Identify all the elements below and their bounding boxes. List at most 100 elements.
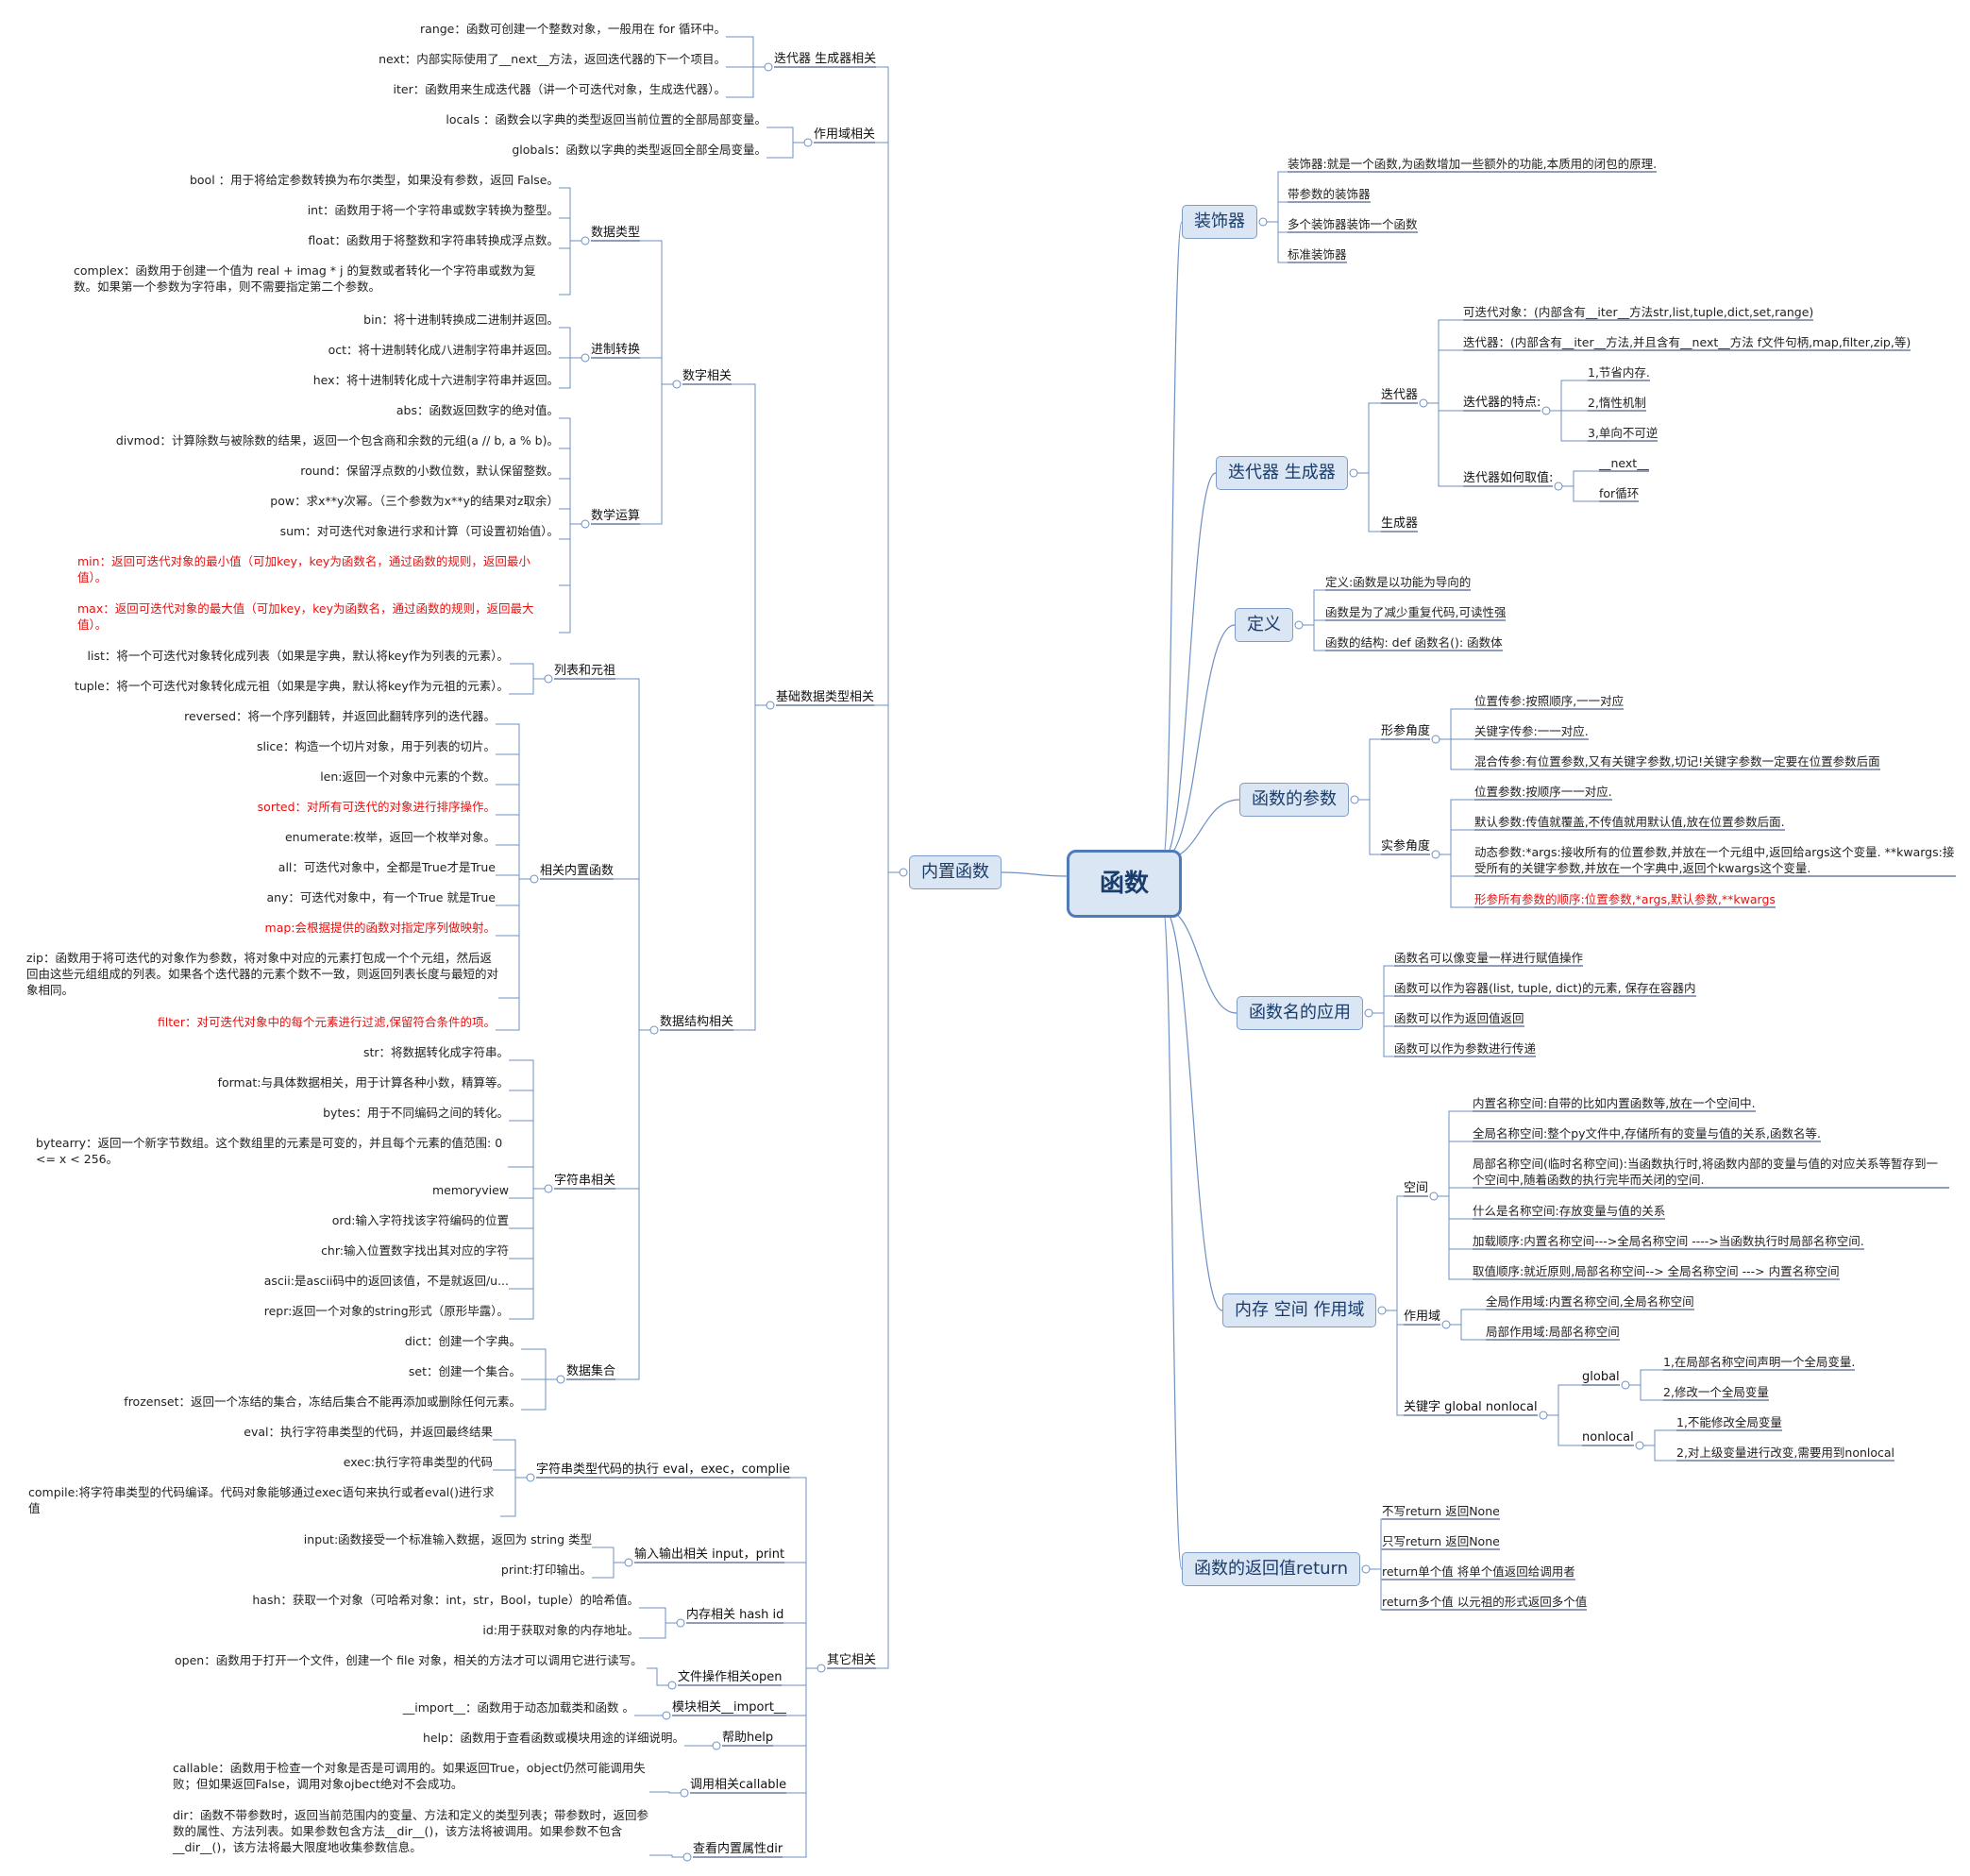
leaf-open[interactable]: open：函数用于打开一个文件，创建一个 file 对象，相关的方法才可以调用它… [175, 1653, 643, 1667]
leaf-pow[interactable]: pow：求x**y次幂。（三个参数为x**y的结果对z取余） [270, 494, 559, 508]
leaf-set[interactable]: set：创建一个集合。 [408, 1364, 521, 1378]
leaf-global-1[interactable]: 1,在局部名称空间声明一个全局变量. [1663, 1355, 1856, 1369]
branch-namespace[interactable]: 空间 [1404, 1181, 1429, 1195]
leaf-ord[interactable]: ord:输入字符找该字符编码的位置 [331, 1213, 509, 1227]
topic-params[interactable]: 函数的参数 [1239, 783, 1349, 817]
leaf-help[interactable]: help：函数用于查看函数或模块用途的详细说明。 [422, 1731, 684, 1745]
leaf-iter[interactable]: iter：函数用来生成迭代器（讲一个可迭代对象，生成迭代器）。 [393, 82, 726, 96]
leaf-range[interactable]: range：函数可创建一个整数对象，一般用在 for 循环中。 [420, 22, 726, 36]
leaf-return-3[interactable]: return单个值 将单个值返回给调用者 [1382, 1564, 1575, 1579]
leaf-divmod[interactable]: divmod：计算除数与被除数的结果，返回一个包含商和余数的元组(a // b,… [115, 433, 559, 448]
leaf-space-5[interactable]: 加载顺序:内置名称空间--->全局名称空间 ---->当函数执行时局部名称空间. [1473, 1234, 1864, 1248]
leaf-bin[interactable]: bin：将十进制转换成二进制并返回。 [363, 313, 559, 327]
leaf-ascii[interactable]: ascii:是ascii码中的返回该值，不是就返回/u... [263, 1274, 509, 1288]
branch-scope[interactable]: 作用域相关 [814, 127, 876, 142]
leaf-oct[interactable]: oct：将十进制转化成八进制字符串并返回。 [328, 343, 559, 357]
leaf-filter[interactable]: filter：对可迭代对象中的每个元素进行过滤,保留符合条件的项。 [157, 1015, 496, 1029]
leaf-any[interactable]: any：可迭代对象中，有一个True 就是True [266, 890, 496, 904]
leaf-float[interactable]: float：函数用于将整数和字符串转换成浮点数。 [308, 233, 559, 247]
leaf-enumerate[interactable]: enumerate:枚举，返回一个枚举对象。 [284, 830, 496, 844]
branch-other[interactable]: 其它相关 [827, 1653, 877, 1667]
leaf-formal-3[interactable]: 混合传参:有位置参数,又有关键字参数,切记!关键字参数一定要在位置参数后面 [1474, 754, 1880, 769]
leaf-sorted[interactable]: sorted：对所有可迭代的对象进行排序操作。 [257, 800, 496, 814]
leaf-feature-1[interactable]: 1,节省内存. [1588, 365, 1650, 380]
leaf-decorator-param[interactable]: 带参数的装饰器 [1288, 187, 1371, 201]
branch-dir[interactable]: 查看内置属性dir [693, 1842, 783, 1856]
branch-math[interactable]: 数学运算 [591, 509, 641, 523]
leaf-def-2[interactable]: 函数是为了减少重复代码,可读性强 [1325, 605, 1507, 619]
leaf-list[interactable]: list：将一个可迭代对象转化成列表（如果是字典，默认将key作为列表的元素）。 [87, 649, 510, 663]
leaf-tuple[interactable]: tuple：将一个可迭代对象转化成元祖（如果是字典，默认将key作为元祖的元素）… [74, 679, 509, 693]
branch-data-types[interactable]: 数据类型 [591, 226, 641, 240]
leaf-decorator-def[interactable]: 装饰器:就是一个函数,为函数增加一些额外的功能,本质用的闭包的原理. [1288, 157, 1658, 171]
leaf-actual-2[interactable]: 默认参数:传值就覆盖,不传值就用默认值,放在位置参数后面. [1474, 815, 1785, 829]
leaf-name-3[interactable]: 函数可以作为返回值返回 [1394, 1011, 1524, 1025]
leaf-next[interactable]: next：内部实际使用了__next__方法，返回迭代器的下一个项目。 [379, 52, 726, 66]
leaf-id[interactable]: id:用于获取对象的内存地址。 [482, 1623, 639, 1637]
branch-scope-right[interactable]: 作用域 [1404, 1310, 1441, 1324]
branch-number[interactable]: 数字相关 [682, 369, 732, 383]
leaf-frozenset[interactable]: frozenset：返回一个冻结的集合，冻结后集合不能再添加或删除任何元素。 [124, 1394, 521, 1409]
leaf-round[interactable]: round：保留浮点数的小数位数，默认保留整数。 [300, 464, 559, 478]
leaf-space-6[interactable]: 取值顺序:就近原则,局部名称空间--> 全局名称空间 ---> 内置名称空间 [1473, 1264, 1840, 1278]
leaf-name-2[interactable]: 函数可以作为容器(list, tuple, dict)的元素, 保存在容器内 [1394, 981, 1696, 995]
leaf-name-1[interactable]: 函数名可以像变量一样进行赋值操作 [1394, 951, 1584, 965]
leaf-actual-3[interactable]: 动态参数:*args:接收所有的位置参数,并放在一个元组中,返回给args这个变… [1474, 845, 1955, 875]
leaf-complex[interactable]: complex：函数用于创建一个值为 real + imag * j 的复数或者… [74, 263, 536, 294]
leaf-formal-2[interactable]: 关键字传参:一一对应. [1474, 724, 1589, 738]
branch-global[interactable]: global [1582, 1370, 1620, 1384]
leaf-print[interactable]: print:打印输出。 [500, 1563, 592, 1577]
topic-builtin[interactable]: 内置函数 [909, 855, 1002, 889]
branch-module[interactable]: 模块相关__import__ [672, 1700, 786, 1715]
leaf-take-for[interactable]: for循环 [1599, 486, 1640, 500]
topic-name-usage[interactable]: 函数名的应用 [1237, 996, 1363, 1030]
branch-base-convert[interactable]: 进制转换 [591, 343, 641, 357]
topic-definition[interactable]: 定义 [1235, 608, 1293, 642]
leaf-decorator-multi[interactable]: 多个装饰器装饰一个函数 [1288, 217, 1418, 231]
leaf-max[interactable]: max：返回可迭代对象的最大值（可加key，key为函数名，通过函数的规则，返回… [77, 601, 534, 632]
branch-memory[interactable]: 内存相关 hash id [686, 1608, 784, 1622]
leaf-reversed[interactable]: reversed：将一个序列翻转，并返回此翻转序列的迭代器。 [184, 709, 496, 723]
leaf-len[interactable]: len:返回一个对象中元素的个数。 [320, 769, 496, 784]
leaf-dir[interactable]: dir：函数不带参数时，返回当前范围内的变量、方法和定义的类型列表；带参数时，返… [173, 1808, 649, 1854]
leaf-iterable[interactable]: 可迭代对象：(内部含有__iter__方法str,list,tuple,dict… [1463, 305, 1814, 319]
leaf-compile[interactable]: compile:将字符串类型的代码编译。代码对象能够通过exec语句来执行或者e… [28, 1485, 495, 1515]
leaf-scope-local[interactable]: 局部作用域:局部名称空间 [1486, 1325, 1620, 1339]
leaf-return-2[interactable]: 只写return 返回None [1382, 1534, 1500, 1548]
leaf-abs[interactable]: abs：函数返回数字的绝对值。 [396, 403, 559, 417]
leaf-hex[interactable]: hex：将十进制转化成十六进制字符串并返回。 [312, 373, 559, 387]
branch-help[interactable]: 帮助help [722, 1731, 774, 1745]
branch-iterator[interactable]: 迭代器 [1381, 388, 1419, 402]
leaf-def-1[interactable]: 定义:函数是以功能为导向的 [1325, 575, 1472, 589]
leaf-locals[interactable]: locals ：函数会以字典的类型返回当前位置的全部局部变量。 [446, 112, 766, 127]
leaf-global-2[interactable]: 2,修改一个全局变量 [1663, 1385, 1769, 1399]
leaf-dict[interactable]: dict：创建一个字典。 [404, 1334, 521, 1348]
leaf-scope-global[interactable]: 全局作用域:内置名称空间,全局名称空间 [1486, 1294, 1694, 1309]
branch-generator[interactable]: 生成器 [1381, 516, 1419, 531]
leaf-formal-1[interactable]: 位置传参:按照顺序,一一对应 [1474, 694, 1625, 708]
topic-return[interactable]: 函数的返回值return [1182, 1552, 1361, 1586]
leaf-zip[interactable]: zip：函数用于将可迭代的对象作为参数，将对象中对应的元素打包成一个个元组，然后… [26, 951, 499, 997]
leaf-def-3[interactable]: 函数的结构: def 函数名(): 函数体 [1325, 635, 1503, 650]
root-topic[interactable]: 函数 [1067, 850, 1182, 918]
leaf-str[interactable]: str：将数据转化成字符串。 [362, 1045, 509, 1059]
leaf-int[interactable]: int：函数用于将一个字符串或数字转换为整型。 [307, 203, 559, 217]
branch-list-tuple[interactable]: 列表和元祖 [554, 664, 616, 678]
leaf-take-next[interactable]: __next__ [1599, 456, 1649, 470]
leaf-feature-2[interactable]: 2,惰性机制 [1588, 396, 1646, 410]
leaf-return-4[interactable]: return多个值 以元祖的形式返回多个值 [1382, 1595, 1588, 1609]
branch-iterator-generator[interactable]: 迭代器 生成器相关 [774, 52, 877, 66]
leaf-nonlocal-2[interactable]: 2,对上级变量进行改变,需要用到nonlocal [1676, 1445, 1895, 1460]
leaf-exec[interactable]: exec:执行字符串类型的代码 [343, 1455, 493, 1469]
leaf-bool[interactable]: bool ：用于将给定参数转换为布尔类型，如果没有参数，返回 False。 [189, 173, 559, 187]
leaf-space-2[interactable]: 全局名称空间:整个py文件中,存储所有的变量与值的关系,函数名等. [1473, 1126, 1821, 1141]
branch-string[interactable]: 字符串相关 [554, 1174, 616, 1188]
leaf-callable[interactable]: callable：函数用于检查一个对象是否是可调用的。如果返回True，obje… [173, 1761, 646, 1791]
branch-iterator-features[interactable]: 迭代器的特点: [1463, 396, 1541, 410]
branch-basic-types[interactable]: 基础数据类型相关 [776, 690, 875, 704]
leaf-chr[interactable]: chr:输入位置数字找出其对应的字符 [321, 1243, 509, 1258]
leaf-space-4[interactable]: 什么是名称空间:存放变量与值的关系 [1473, 1204, 1666, 1218]
leaf-repr[interactable]: repr:返回一个对象的string形式（原形毕露）。 [263, 1304, 509, 1318]
leaf-iterator-def[interactable]: 迭代器：(内部含有__iter__方法,并且含有__next__方法 f文件句柄… [1463, 335, 1911, 349]
leaf-actual-4[interactable]: 形参所有参数的顺序:位置参数,*args,默认参数,**kwargs [1474, 892, 1776, 906]
